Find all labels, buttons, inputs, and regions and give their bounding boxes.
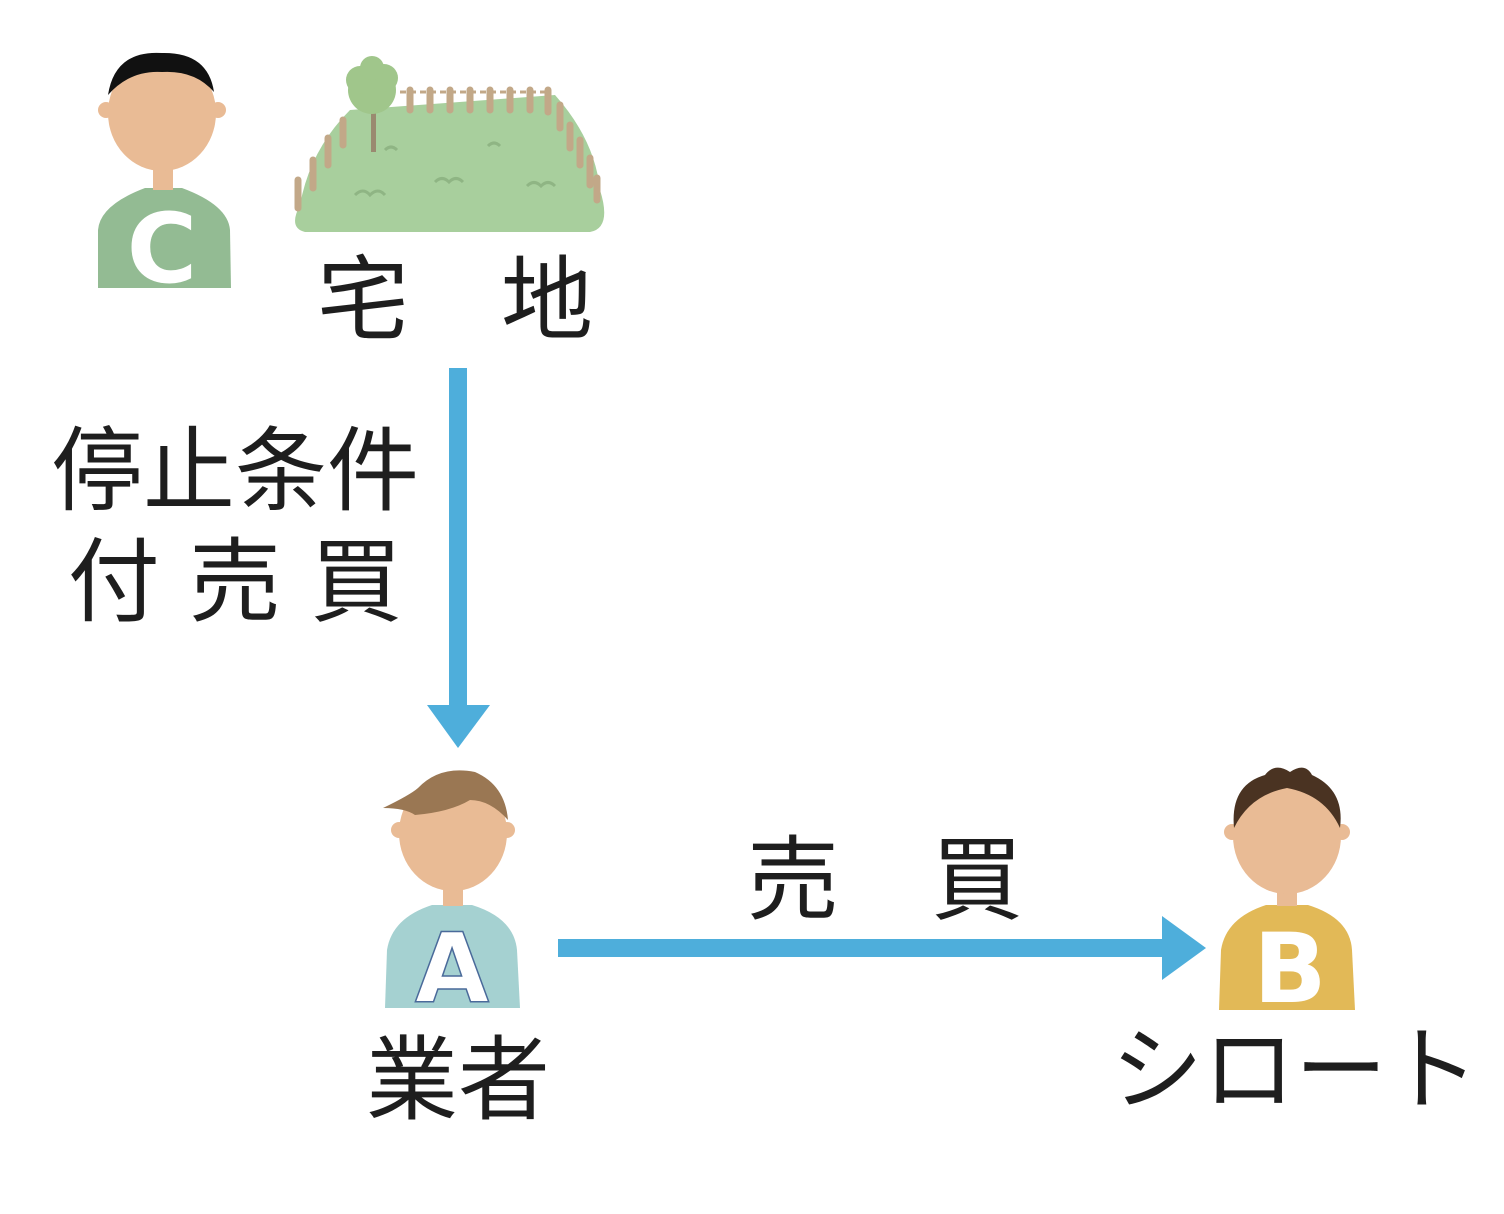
person-c: C — [98, 52, 231, 305]
land-label: 宅 地 — [317, 247, 593, 354]
person-b-label: シロート — [1111, 1017, 1479, 1124]
hair-icon — [108, 52, 214, 95]
hair-icon — [1233, 767, 1341, 828]
conditional-sale-label-line1: 停止条件 — [51, 418, 419, 525]
person-b-letter: B — [1253, 913, 1326, 1025]
tree-icon — [346, 56, 398, 152]
person-a-label: 業者 — [366, 1027, 550, 1134]
conditional-sale-label-line2: 付 売 買 — [68, 529, 403, 636]
person-b: B — [1219, 767, 1355, 1025]
land-illustration — [294, 56, 605, 232]
person-a: A — [383, 770, 520, 1026]
hair-icon — [383, 770, 508, 820]
conditional-sale-arrow — [427, 368, 490, 748]
person-a-letter: A — [415, 913, 489, 1025]
sale-label: 売 買 — [747, 827, 1023, 934]
person-c-letter: C — [127, 193, 197, 305]
sale-arrow — [558, 916, 1206, 980]
